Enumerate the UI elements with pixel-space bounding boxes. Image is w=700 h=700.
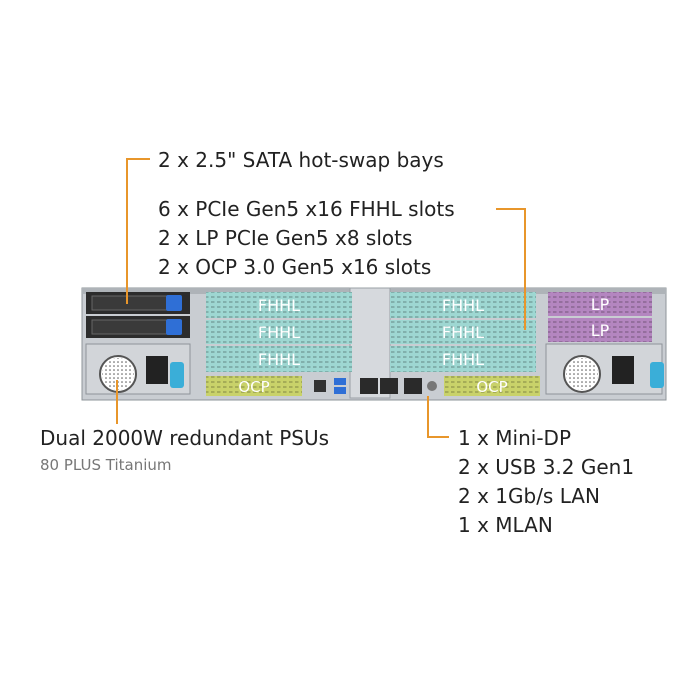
lan-port — [380, 378, 398, 394]
slot-label: FHHL — [258, 296, 300, 315]
fhhl-slot: FHHL — [390, 320, 536, 344]
callout-io-mlan: 1 x MLAN — [458, 513, 553, 537]
callout-io-usb: 2 x USB 3.2 Gen1 — [458, 455, 635, 479]
slot-label: OCP — [476, 378, 507, 396]
callout-ocp: 2 x OCP 3.0 Gen5 x16 slots — [158, 255, 432, 279]
slot-label: FHHL — [258, 323, 300, 342]
id-button — [427, 381, 437, 391]
usb-port — [334, 378, 346, 385]
fhhl-slot: FHHL — [206, 346, 352, 372]
slot-label: FHHL — [442, 323, 484, 342]
fhhl-slot: FHHL — [390, 292, 536, 318]
callout-line — [427, 396, 429, 438]
lp-slot: LP — [548, 292, 652, 316]
io-ports — [314, 378, 437, 394]
lp-slot: LP — [548, 318, 652, 342]
callout-psu: Dual 2000W redundant PSUs — [40, 426, 330, 450]
lan-port — [360, 378, 378, 394]
slot-label: FHHL — [258, 350, 300, 369]
callout-io-lan: 2 x 1Gb/s LAN — [458, 484, 600, 508]
callout-pcie-lp: 2 x LP PCIe Gen5 x8 slots — [158, 226, 413, 250]
fhhl-slot: FHHL — [206, 320, 352, 344]
slot-label: LP — [591, 321, 610, 340]
psu-right — [545, 343, 664, 395]
usb-port — [334, 387, 346, 394]
slot-label: LP — [591, 295, 610, 314]
callout-io-minidp: 1 x Mini-DP — [458, 426, 571, 450]
mini-dp-port — [314, 380, 326, 392]
callout-line — [427, 436, 449, 438]
fhhl-slot: FHHL — [206, 292, 352, 318]
ocp-slot: OCP — [206, 376, 302, 396]
callout-line — [524, 208, 526, 330]
slot-label: OCP — [238, 378, 269, 396]
callout-line — [496, 208, 526, 210]
fhhl-slot: FHHL — [390, 346, 536, 372]
callout-drive-bays: 2 x 2.5" SATA hot-swap bays — [158, 148, 444, 172]
slot-label: FHHL — [442, 296, 484, 315]
callout-psu-sub: 80 PLUS Titanium — [40, 456, 172, 474]
callout-line — [126, 158, 150, 160]
drive-bays — [86, 292, 190, 338]
mlan-port — [404, 378, 422, 394]
callout-pcie-fhhl: 6 x PCIe Gen5 x16 FHHL slots — [158, 197, 455, 221]
ocp-slot: OCP — [444, 376, 540, 396]
callout-line — [126, 158, 128, 304]
psu-left — [85, 343, 191, 395]
callout-line — [116, 380, 118, 424]
slot-label: FHHL — [442, 350, 484, 369]
